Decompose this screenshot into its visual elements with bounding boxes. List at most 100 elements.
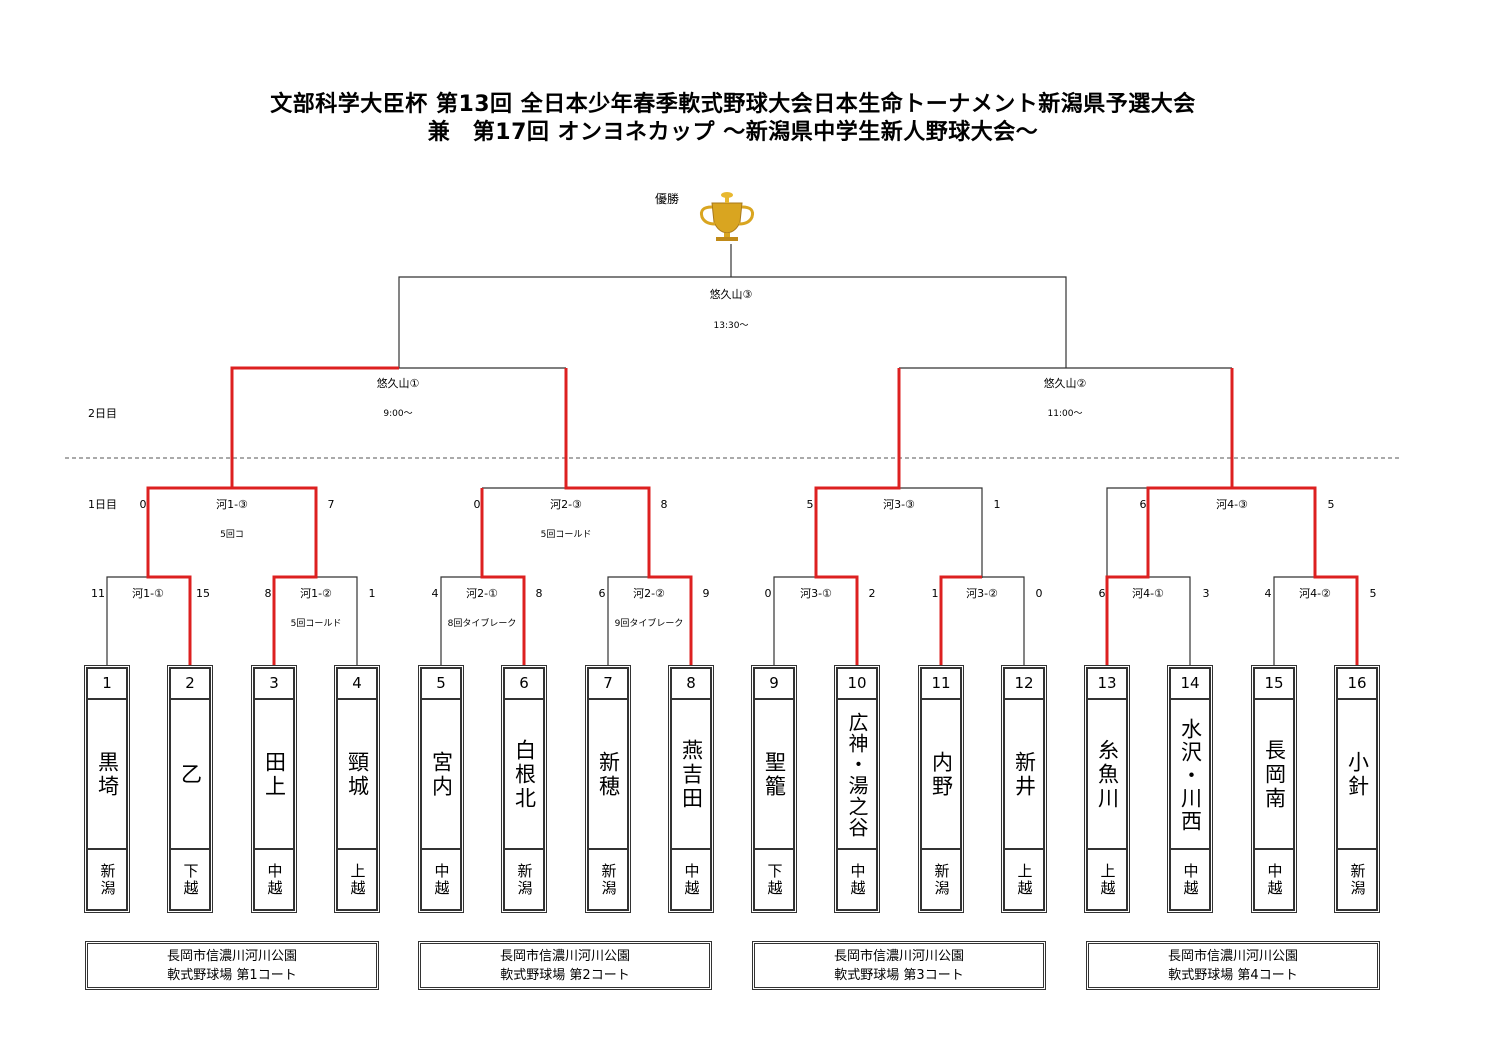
team-name: 乙	[178, 763, 203, 787]
r1-7-right-score: 3	[1202, 587, 1210, 600]
qf3-right-line	[899, 487, 983, 578]
final-line-right	[731, 276, 1067, 368]
r1-3-left-score: 4	[431, 587, 439, 600]
winner-path-16	[1232, 486, 1359, 665]
team-number: 13	[1088, 669, 1126, 700]
team-box-15: 15 長岡南 中越	[1251, 665, 1297, 913]
team-number: 1	[88, 669, 126, 700]
semi-2-time: 11:00〜	[1047, 409, 1083, 419]
team-number: 16	[1338, 669, 1376, 700]
team-number: 4	[338, 669, 376, 700]
team-number: 14	[1171, 669, 1209, 700]
title-line-1: 文部科学大臣杯 第13回 全日本少年春季軟式野球大会日本生命トーナメント新潟県予…	[270, 92, 1196, 117]
qf-4-left-score: 6	[1139, 498, 1147, 511]
final-label: 悠久山③	[709, 288, 753, 301]
r1-1-left-score: 11	[91, 587, 105, 600]
team-name: 広神・湯之谷	[845, 712, 869, 838]
team-box-8: 8 燕吉田 中越	[668, 665, 714, 913]
r1-1-label: 河1-①	[132, 587, 164, 600]
r1-4-right-score: 9	[702, 587, 710, 600]
team-name: 田上	[262, 751, 287, 799]
team-number: 8	[672, 669, 710, 700]
team-region: 新潟	[1348, 862, 1367, 897]
qf-1-note: 5回コ	[220, 530, 244, 540]
r1-6-right-score: 0	[1035, 587, 1043, 600]
team-box-14: 14 水沢・川西 中越	[1167, 665, 1213, 913]
team-number: 5	[422, 669, 460, 700]
venue-line-1: 長岡市信濃川河川公園	[1167, 949, 1298, 964]
qf-4-label: 河4-③	[1216, 498, 1248, 511]
team-box-11: 11 内野 新潟	[918, 665, 964, 913]
r1-2-right	[316, 576, 358, 665]
qf-2-right-score: 8	[660, 498, 668, 511]
team-region: 中越	[1181, 862, 1200, 897]
semi-1-label: 悠久山①	[376, 377, 420, 390]
team-box-5: 5 宮内 中越	[418, 665, 464, 913]
team-name: 宮内	[429, 751, 454, 799]
team-name: 新穂	[596, 751, 621, 799]
r1-4-label: 河2-②	[633, 587, 665, 600]
team-number: 12	[1005, 669, 1043, 700]
venue-line-2: 軟式野球場 第4コート	[1168, 968, 1298, 983]
r1-1-left	[106, 576, 148, 665]
team-name: 長岡南	[1262, 739, 1287, 811]
r1-7-left-score: 6	[1098, 587, 1106, 600]
team-region: 下越	[765, 862, 784, 897]
team-region: 下越	[181, 862, 200, 897]
team-name: 燕吉田	[679, 739, 704, 811]
venue-line-2: 軟式野球場 第1コート	[167, 968, 297, 983]
team-number: 2	[171, 669, 209, 700]
final-line-left	[398, 276, 731, 368]
trophy-icon	[700, 192, 754, 241]
team-region: 中越	[265, 862, 284, 897]
r1-6-right	[982, 576, 1025, 665]
winner-path-3	[232, 486, 318, 665]
winner-path-2	[146, 366, 399, 665]
team-region: 中越	[682, 862, 701, 897]
team-box-13: 13 糸魚川 上越	[1084, 665, 1130, 913]
r1-2-left-score: 8	[264, 587, 272, 600]
team-region: 新潟	[515, 862, 534, 897]
r1-4-left	[607, 576, 649, 665]
r1-5-left-score: 0	[764, 587, 772, 600]
team-name: 小針	[1345, 751, 1370, 799]
r1-3-left	[440, 576, 482, 665]
r1-5-right-score: 2	[868, 587, 876, 600]
team-region: 新潟	[932, 862, 951, 897]
venue-line-2: 軟式野球場 第3コート	[834, 968, 964, 983]
qf-2-label: 河2-③	[550, 498, 582, 511]
team-region: 新潟	[98, 862, 117, 897]
qf-1-left-score: 0	[139, 498, 147, 511]
r1-5-label: 河3-①	[800, 587, 832, 600]
team-region: 新潟	[599, 862, 618, 897]
qf-4-right-score: 5	[1327, 498, 1335, 511]
team-box-7: 7 新穂 新潟	[585, 665, 631, 913]
qf-2-left-score: 0	[473, 498, 481, 511]
team-box-3: 3 田上 中越	[251, 665, 297, 913]
venue-line-1: 長岡市信濃川河川公園	[833, 949, 964, 964]
team-region: 上越	[1015, 862, 1034, 897]
team-number: 11	[922, 669, 960, 700]
winner-path-11	[939, 575, 982, 665]
team-box-6: 6 白根北 新潟	[501, 665, 547, 913]
r1-1-right-score: 15	[196, 587, 210, 600]
venue-box-1: 長岡市信濃川河川公園 軟式野球場 第1コート	[85, 941, 379, 990]
r1-6-left-score: 1	[931, 587, 939, 600]
champion-label: 優勝	[654, 192, 680, 206]
final-time: 13:30〜	[713, 321, 749, 331]
team-box-10: 10 広神・湯之谷 中越	[834, 665, 880, 913]
team-name: 新井	[1012, 751, 1037, 799]
qf-3-left-score: 5	[806, 498, 814, 511]
title-line-2: 兼 第17回 オンヨネカップ 〜新潟県中学生新人野球大会〜	[427, 120, 1039, 145]
r1-7-label: 河4-①	[1132, 587, 1164, 600]
r1-8-right-score: 5	[1369, 587, 1377, 600]
team-name: 頸城	[345, 751, 370, 799]
qf-1-label: 河1-③	[216, 498, 248, 511]
team-number: 7	[589, 669, 627, 700]
r1-3-right-score: 8	[535, 587, 543, 600]
team-region: 中越	[432, 862, 451, 897]
r1-3-note: 8回タイブレーク	[447, 619, 517, 629]
day2-label: 2日目	[88, 407, 117, 420]
r1-4-left-score: 6	[598, 587, 606, 600]
